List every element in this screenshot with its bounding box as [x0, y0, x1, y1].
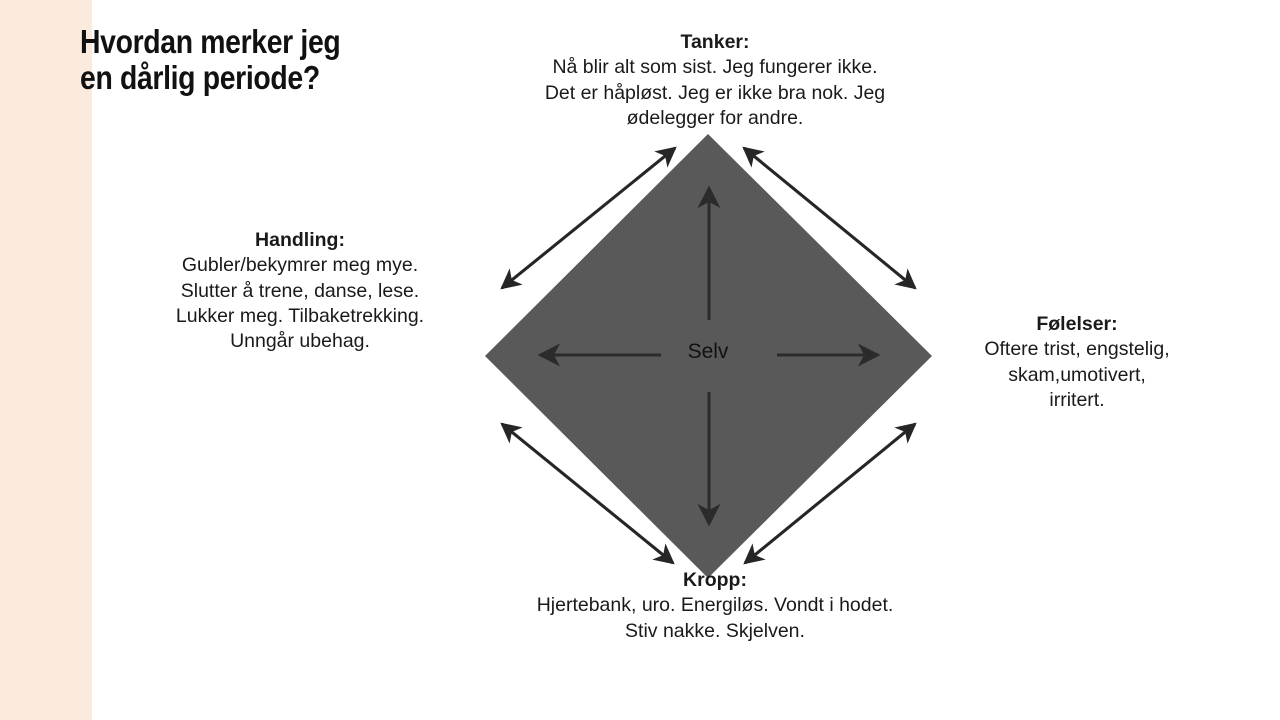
node-label-tanker: Tanker: Nå blir alt som sist. Jeg funger… — [495, 30, 935, 131]
node-heading-handling: Handling: — [255, 229, 345, 251]
page-title: Hvordan merker jeg en dårlig periode? — [80, 23, 341, 96]
node-label-handling: Handling: Gubler/bekymrer meg mye. Slutt… — [130, 228, 470, 355]
node-heading-kropp: Kropp: — [683, 569, 747, 591]
node-body-folelser: Oftere trist, engstelig, skam,umotivert,… — [984, 338, 1170, 412]
node-heading-tanker: Tanker: — [680, 31, 750, 53]
outer-arrow-top-right — [742, 146, 917, 290]
node-label-kropp: Kropp: Hjertebank, uro. Energiløs. Vondt… — [495, 568, 935, 644]
outer-arrow-bottom-left — [500, 422, 675, 565]
outer-arrow-top-left — [500, 146, 677, 290]
diagram-center-label: Selv — [687, 340, 729, 363]
outer-arrow-bottom-right — [743, 422, 917, 565]
node-body-tanker: Nå blir alt som sist. Jeg fungerer ikke.… — [544, 56, 886, 130]
node-heading-folelser: Følelser: — [1036, 313, 1118, 335]
left-accent-band — [0, 0, 92, 720]
node-body-handling: Gubler/bekymrer meg mye. Slutter å trene… — [175, 254, 425, 353]
node-label-folelser: Følelser: Oftere trist, engstelig, skam,… — [932, 312, 1222, 413]
node-body-kropp: Hjertebank, uro. Energiløs. Vondt i hode… — [536, 594, 894, 642]
